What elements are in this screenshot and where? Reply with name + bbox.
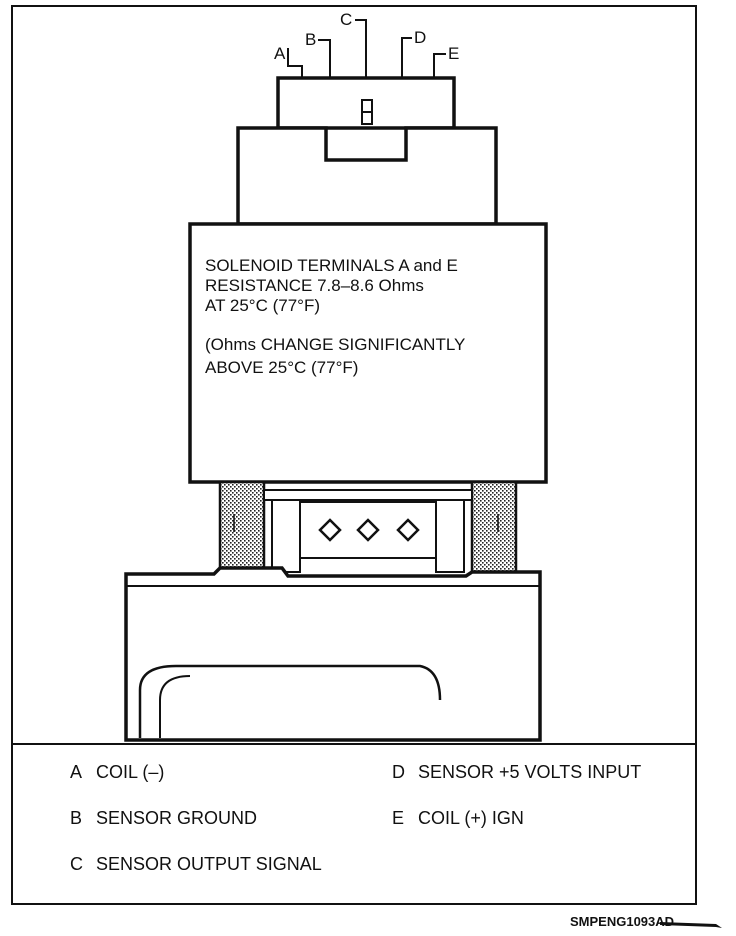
terminal-label-a: A	[274, 44, 286, 63]
solenoid-note-line-2: RESISTANCE 7.8–8.6 Ohms	[205, 276, 424, 295]
diamond-icon	[396, 518, 420, 542]
terminal-label-e: E	[448, 44, 459, 63]
legend-code-a: A	[70, 762, 82, 782]
pin-b-lead	[318, 39, 331, 80]
connector-pins	[287, 19, 446, 80]
base-contour	[138, 664, 442, 738]
legend: A COIL (–) B SENSOR GROUND C SENSOR OUTP…	[70, 762, 641, 874]
solenoid-note-line-5: ABOVE 25°C (77°F)	[205, 358, 358, 377]
base-housing	[124, 566, 542, 742]
terminal-label-b: B	[305, 30, 316, 49]
right-post	[470, 480, 518, 576]
pin-e-lead	[433, 53, 446, 80]
figure-code-underline	[660, 922, 722, 928]
legend-text-c: SENSOR OUTPUT SIGNAL	[96, 854, 322, 874]
diamond-icon	[356, 518, 380, 542]
connector-plug	[276, 76, 456, 130]
legend-text-b: SENSOR GROUND	[96, 808, 257, 828]
legend-code-e: E	[392, 808, 404, 828]
left-post	[218, 480, 266, 576]
solenoid-note-line-1: SOLENOID TERMINALS A and E	[205, 256, 458, 275]
diamond-icon	[318, 518, 342, 542]
connector-housing	[236, 126, 498, 226]
legend-code-c: C	[70, 854, 83, 874]
pin-a-lead	[287, 48, 303, 80]
terminal-label-d: D	[414, 28, 426, 47]
legend-text-e: COIL (+) IGN	[418, 808, 524, 828]
solenoid-note-line-4: (Ohms CHANGE SIGNIFICANTLY	[205, 335, 465, 354]
terminal-label-c: C	[340, 10, 352, 29]
legend-code-d: D	[392, 762, 405, 782]
legend-code-b: B	[70, 808, 82, 828]
legend-text-a: COIL (–)	[96, 762, 164, 782]
diagram-frame	[11, 5, 697, 905]
pin-c-lead	[355, 19, 367, 80]
solenoid-body	[188, 222, 548, 484]
solenoid-note-line-3: AT 25°C (77°F)	[205, 296, 320, 315]
sensor-window	[263, 489, 473, 573]
pin-d-lead	[401, 37, 412, 80]
figure-code: SMPENG1093AD	[570, 914, 674, 929]
legend-text-d: SENSOR +5 VOLTS INPUT	[418, 762, 641, 782]
